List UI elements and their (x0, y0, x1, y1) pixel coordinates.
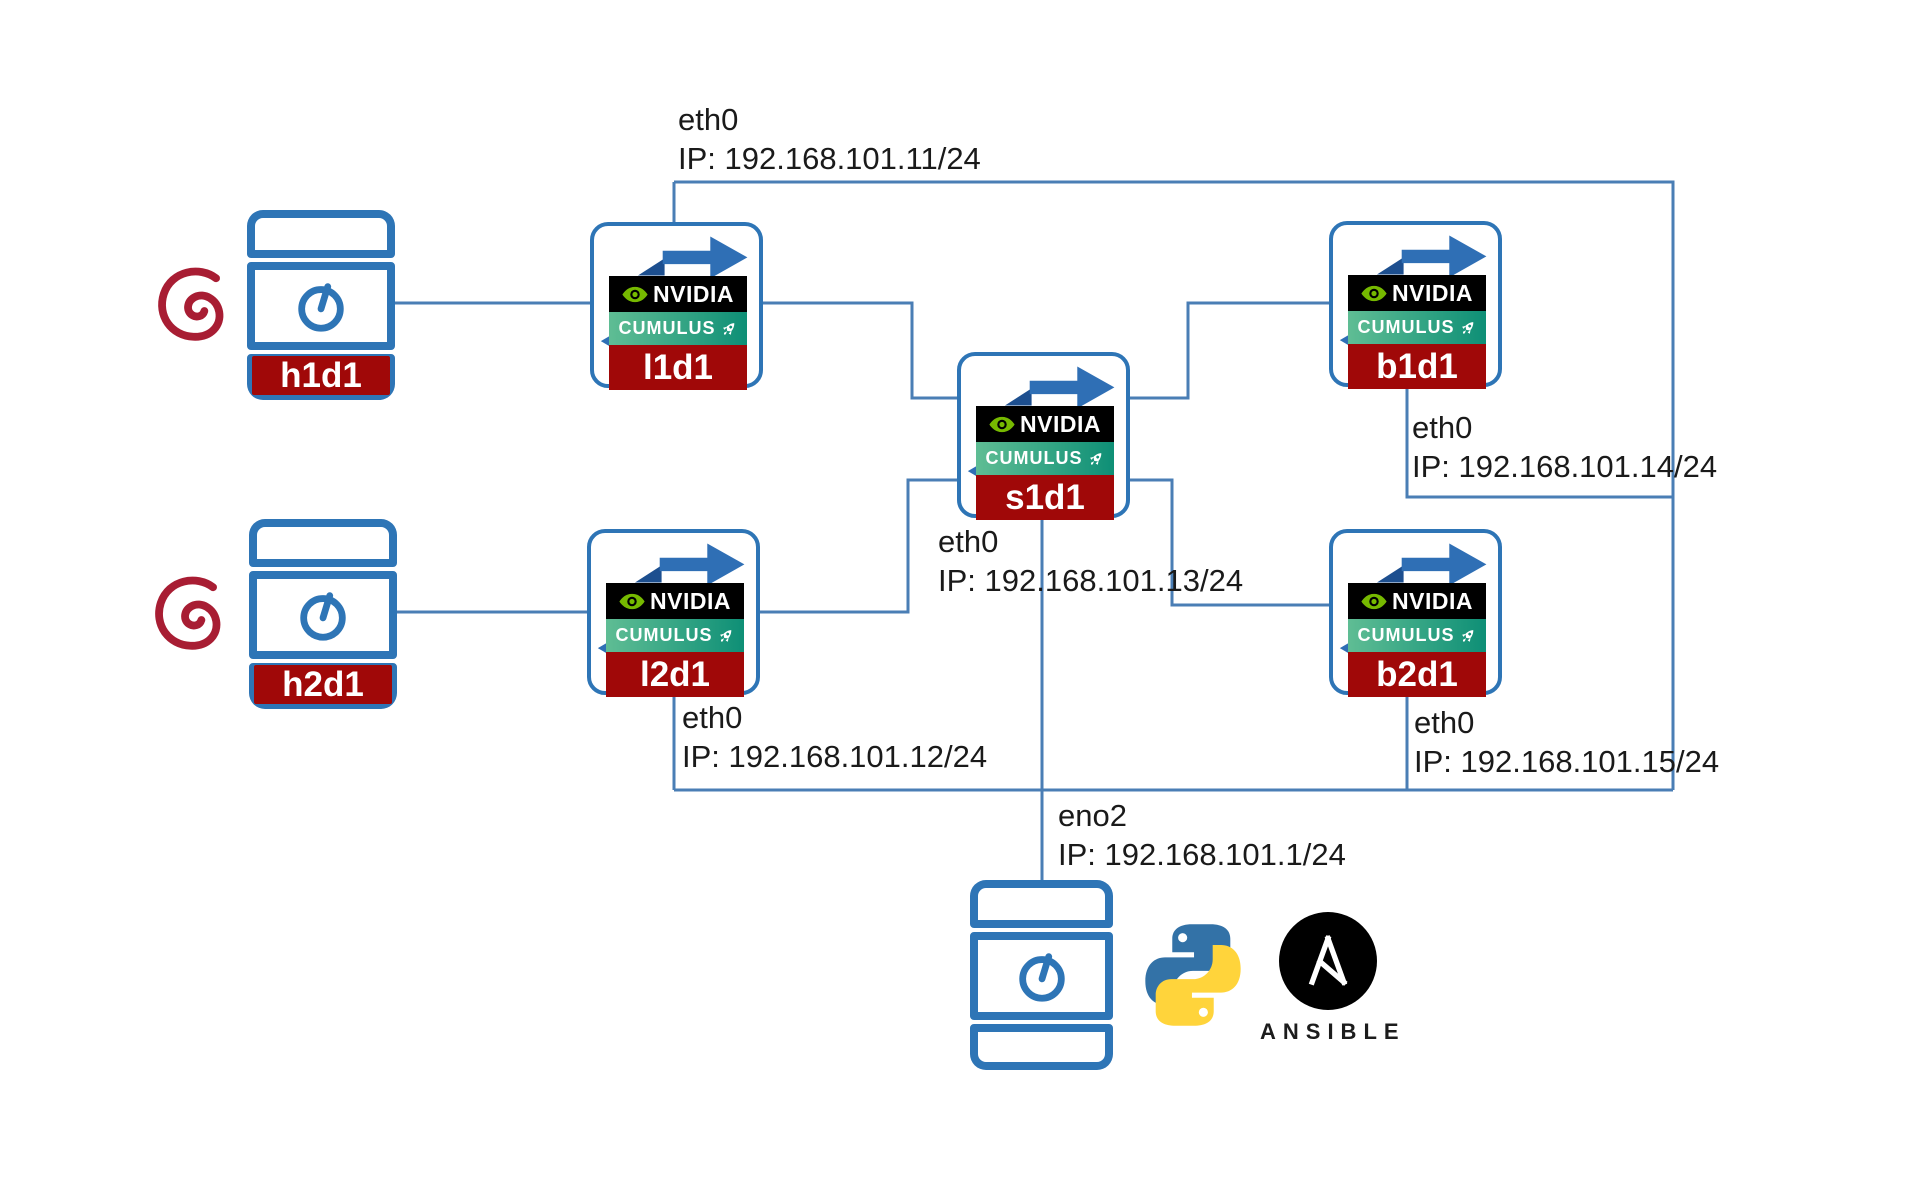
cumulus-band: CUMULUS (609, 312, 747, 345)
debian-logo-icon (153, 570, 231, 656)
node-server (970, 880, 1113, 1070)
nvidia-band: NVIDIA (1348, 583, 1486, 619)
nvidia-wordmark: NVIDIA (650, 587, 731, 614)
nvidia-band: NVIDIA (609, 276, 747, 312)
node-b1d1: NVIDIA CUMULUS b1d1 (1329, 221, 1502, 389)
link-mgmt-top-right (674, 180, 1675, 790)
node-s1d1: NVIDIA CUMULUS s1d1 (957, 352, 1130, 520)
nvidia-eye-icon (619, 593, 645, 609)
nvidia-wordmark: NVIDIA (653, 280, 734, 307)
ansible-wordmark: ANSIBLE (1260, 1019, 1406, 1044)
nvidia-wordmark: NVIDIA (1020, 410, 1101, 437)
node-b2d1: NVIDIA CUMULUS b2d1 (1329, 529, 1502, 697)
node-h2d1: h2d1 (249, 519, 397, 709)
host-mid-panel (247, 262, 395, 350)
nvidia-wordmark: NVIDIA (1392, 587, 1473, 614)
rocket-icon (716, 626, 735, 645)
nvidia-eye-icon (989, 416, 1015, 432)
cumulus-band: CUMULUS (1348, 311, 1486, 344)
cumulus-band: CUMULUS (606, 619, 744, 652)
power-icon (294, 586, 352, 644)
ip-label: IP: 192.168.101.12/24 (682, 739, 988, 774)
nvidia-wordmark: NVIDIA (1392, 279, 1473, 306)
annotation-server: eno2 IP: 192.168.101.1/24 (1058, 796, 1346, 874)
cumulus-wordmark: CUMULUS (615, 625, 713, 645)
node-label: h2d1 (254, 665, 392, 704)
server-top-panel (970, 880, 1113, 928)
iface-label: eth0 (682, 700, 743, 735)
annotation-l2d1: eth0 IP: 192.168.101.12/24 (682, 698, 987, 776)
cumulus-wordmark: CUMULUS (985, 448, 1083, 468)
node-l2d1: NVIDIA CUMULUS l2d1 (587, 529, 760, 697)
link-l1d1-s1d1 (761, 301, 959, 400)
nvidia-cumulus-badge: NVIDIA CUMULUS b1d1 (1348, 275, 1486, 389)
rocket-icon (1458, 318, 1477, 337)
rocket-icon (1086, 449, 1105, 468)
node-label: b1d1 (1348, 344, 1486, 389)
node-label: b2d1 (1348, 652, 1486, 697)
host-top-panel (247, 210, 395, 258)
ip-label: IP: 192.168.101.15/24 (1414, 744, 1720, 779)
iface-label: eth0 (678, 102, 739, 137)
node-label: l1d1 (609, 345, 747, 390)
nvidia-eye-icon (1361, 593, 1387, 609)
power-icon (292, 277, 350, 335)
nvidia-cumulus-badge: NVIDIA CUMULUS l2d1 (606, 583, 744, 697)
annotation-l1d1: eth0 IP: 192.168.101.11/24 (678, 100, 981, 178)
ip-label: IP: 192.168.101.1/24 (1058, 837, 1346, 872)
nvidia-eye-icon (1361, 285, 1387, 301)
nvidia-band: NVIDIA (976, 406, 1114, 442)
iface-label: eth0 (1414, 705, 1475, 740)
cumulus-band: CUMULUS (1348, 619, 1486, 652)
python-logo-icon (1145, 924, 1241, 1026)
server-bottom-panel (970, 1024, 1113, 1070)
nvidia-band: NVIDIA (1348, 275, 1486, 311)
iface-label: eth0 (938, 524, 999, 559)
node-h1d1: h1d1 (247, 210, 395, 400)
cumulus-band: CUMULUS (976, 442, 1114, 475)
rocket-icon (1458, 626, 1477, 645)
cumulus-wordmark: CUMULUS (1357, 317, 1455, 337)
link-s1d1-b1d1 (1128, 301, 1329, 400)
ansible-a-glyph (1308, 935, 1348, 986)
ip-label: IP: 192.168.101.11/24 (678, 141, 981, 176)
link-s1d1-b2d1 (1128, 478, 1329, 607)
cumulus-wordmark: CUMULUS (1357, 625, 1455, 645)
ip-label: IP: 192.168.101.14/24 (1412, 449, 1718, 484)
ansible-logo: ANSIBLE (1253, 912, 1403, 1045)
server-mid-panel (970, 932, 1113, 1020)
node-label: h1d1 (252, 356, 390, 395)
node-label: s1d1 (976, 475, 1114, 520)
host-mid-panel (249, 571, 397, 659)
nvidia-cumulus-badge: NVIDIA CUMULUS b2d1 (1348, 583, 1486, 697)
power-icon (1013, 947, 1071, 1005)
annotation-b2d1: eth0 IP: 192.168.101.15/24 (1414, 703, 1719, 781)
ip-label: IP: 192.168.101.13/24 (938, 563, 1244, 598)
debian-logo-icon (156, 261, 234, 347)
rocket-icon (719, 319, 738, 338)
nvidia-band: NVIDIA (606, 583, 744, 619)
annotation-b1d1: eth0 IP: 192.168.101.14/24 (1412, 408, 1717, 486)
nvidia-cumulus-badge: NVIDIA CUMULUS l1d1 (609, 276, 747, 390)
ansible-icon (1279, 912, 1377, 1010)
iface-label: eno2 (1058, 798, 1127, 833)
node-l1d1: NVIDIA CUMULUS l1d1 (590, 222, 763, 390)
host-top-panel (249, 519, 397, 567)
annotation-s1d1: eth0 IP: 192.168.101.13/24 (938, 522, 1243, 600)
link-l2d1-s1d1 (758, 478, 959, 614)
nvidia-eye-icon (622, 286, 648, 302)
link-b1d1-mgmt (1405, 386, 1673, 499)
iface-label: eth0 (1412, 410, 1473, 445)
nvidia-cumulus-badge: NVIDIA CUMULUS s1d1 (976, 406, 1114, 520)
node-label: l2d1 (606, 652, 744, 697)
cumulus-wordmark: CUMULUS (618, 318, 716, 338)
